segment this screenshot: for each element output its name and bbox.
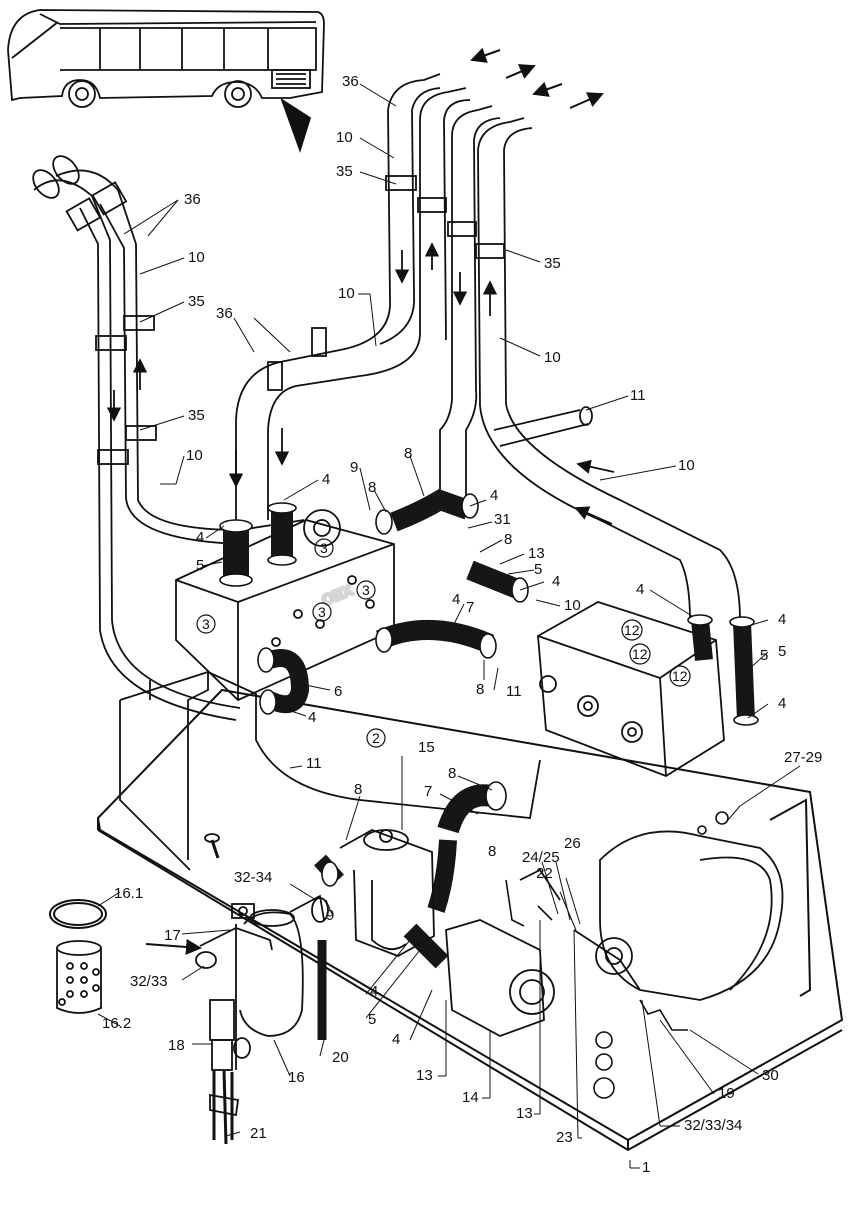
- circled-3: 3: [362, 582, 370, 598]
- label-10: 10: [186, 447, 203, 464]
- label-1: 1: [642, 1159, 650, 1176]
- label-32-34: 32-34: [234, 869, 272, 886]
- label-6: 6: [334, 683, 342, 700]
- valve-block-12: [537, 601, 725, 778]
- label-17: 17: [164, 927, 181, 944]
- label-4: 4: [308, 709, 316, 726]
- label-22: 22: [536, 865, 553, 882]
- label-4: 4: [196, 529, 204, 546]
- label-16: 16: [288, 1069, 305, 1086]
- circled-labels: 3 3 3 3 12 12 12 2: [202, 540, 688, 746]
- label-21: 21: [250, 1125, 267, 1142]
- circled-numbers: [196, 538, 691, 748]
- label-8: 8: [448, 765, 456, 782]
- label-7: 7: [466, 599, 474, 616]
- circled-12: 12: [624, 622, 640, 638]
- label-4: 4: [392, 1031, 400, 1048]
- tank: [119, 671, 541, 871]
- label-32-33: 32/33: [130, 973, 168, 990]
- label-4: 4: [552, 573, 560, 590]
- label-13: 13: [528, 545, 545, 562]
- label-4: 4: [322, 471, 330, 488]
- label-13: 13: [516, 1105, 533, 1122]
- label-10: 10: [188, 249, 205, 266]
- pump-motor: [445, 830, 784, 1037]
- label-5: 5: [778, 643, 786, 660]
- label-5: 5: [368, 1011, 376, 1028]
- label-35: 35: [188, 407, 205, 424]
- bus-icon: [7, 9, 325, 153]
- label-16-2: 16.2: [102, 1015, 131, 1032]
- label-10: 10: [678, 457, 695, 474]
- part-labels: 36 10 35 35 10 36 10 36 10 35 35 10 11 1…: [102, 73, 822, 1176]
- left-pipes: [32, 155, 305, 721]
- circled-12: 12: [632, 646, 648, 662]
- label-5: 5: [196, 557, 204, 574]
- black-hoses: [223, 488, 755, 1040]
- label-4: 4: [778, 695, 786, 712]
- label-4: 4: [490, 487, 498, 504]
- label-4: 4: [370, 983, 378, 1000]
- label-16-1: 16.1: [114, 885, 143, 902]
- label-30: 30: [762, 1067, 779, 1084]
- label-8: 8: [404, 445, 412, 462]
- label-19: 19: [718, 1085, 735, 1102]
- circled-12: 12: [672, 668, 688, 684]
- label-36: 36: [184, 191, 201, 208]
- label-10: 10: [338, 285, 355, 302]
- label-26: 26: [564, 835, 581, 852]
- label-11: 11: [306, 755, 322, 772]
- label-8: 8: [476, 681, 484, 698]
- connector-19-30: [505, 811, 729, 1099]
- circled-2: 2: [372, 730, 380, 746]
- label-18: 18: [168, 1037, 185, 1054]
- o-ring-icon: [49, 899, 107, 929]
- label-24-25: 24/25: [522, 849, 560, 866]
- label-5: 5: [534, 561, 542, 578]
- label-4: 4: [778, 611, 786, 628]
- label-14: 14: [462, 1089, 479, 1106]
- label-8: 8: [488, 843, 496, 860]
- label-11: 11: [630, 387, 646, 404]
- label-8: 8: [504, 531, 512, 548]
- label-35: 35: [544, 255, 561, 272]
- label-9: 9: [326, 907, 334, 924]
- circled-3: 3: [318, 604, 326, 620]
- leader-lines: [97, 83, 801, 1169]
- label-8: 8: [368, 479, 376, 496]
- label-35: 35: [336, 163, 353, 180]
- flow-arrow-icon: [145, 47, 604, 955]
- label-23: 23: [556, 1129, 573, 1146]
- label-9: 9: [350, 459, 358, 476]
- base-frame: [96, 688, 844, 1152]
- circled-3: 3: [202, 616, 210, 632]
- hose-clamps: [219, 493, 759, 887]
- label-32-33-34: 32/33/34: [684, 1117, 742, 1134]
- filter-housing-15: [339, 829, 435, 957]
- label-7: 7: [424, 783, 432, 800]
- label-4: 4: [636, 581, 644, 598]
- label-10: 10: [336, 129, 353, 146]
- filter-16-assembly: [195, 833, 329, 1145]
- label-36: 36: [216, 305, 233, 322]
- label-20: 20: [332, 1049, 349, 1066]
- label-13: 13: [416, 1067, 433, 1084]
- pipe-11: [493, 406, 593, 447]
- label-10: 10: [564, 597, 581, 614]
- label-27-29: 27-29: [784, 749, 822, 766]
- label-10: 10: [544, 349, 561, 366]
- label-5: 5: [760, 647, 768, 664]
- label-11: 11: [506, 683, 522, 700]
- label-15: 15: [418, 739, 435, 756]
- right-pipes: [228, 73, 741, 621]
- circled-3: 3: [320, 540, 328, 556]
- filter-cartridge-icon: [56, 940, 102, 1014]
- label-31: 31: [494, 511, 511, 528]
- label-36: 36: [342, 73, 359, 90]
- label-4: 4: [452, 591, 460, 608]
- label-35: 35: [188, 293, 205, 310]
- label-8: 8: [354, 781, 362, 798]
